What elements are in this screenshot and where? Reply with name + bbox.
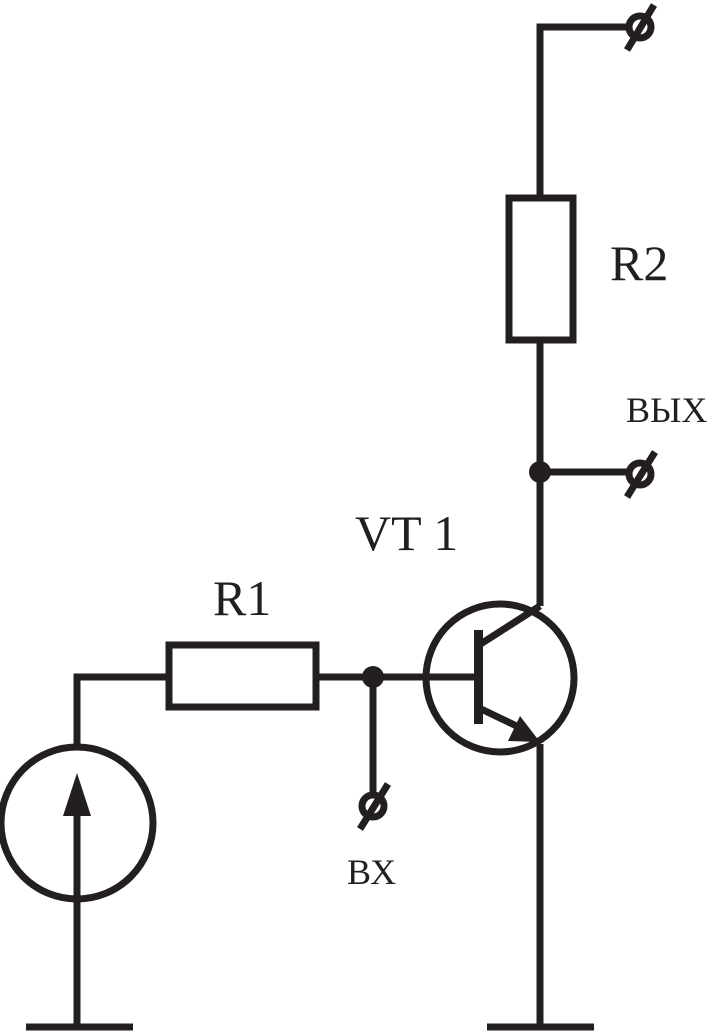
source-wire xyxy=(73,673,169,747)
current-direction-arrow-icon xyxy=(63,773,91,816)
output-node xyxy=(529,461,630,483)
transistor-base-bar xyxy=(474,630,483,724)
vt1-label: VT 1 xyxy=(355,505,458,561)
supply-wire xyxy=(536,23,632,195)
supply-terminal xyxy=(623,3,658,52)
r2-label: R2 xyxy=(610,235,668,291)
input-terminal xyxy=(357,782,391,831)
resistor-r1 xyxy=(165,641,320,711)
output-label: ВЫХ xyxy=(626,390,707,430)
current-source xyxy=(0,743,157,903)
resistor-r2 xyxy=(505,194,577,344)
output-terminal xyxy=(624,450,658,499)
input-node xyxy=(362,666,384,796)
emitter-arrow-icon xyxy=(508,716,540,742)
ground-left xyxy=(26,900,133,1031)
input-label: ВХ xyxy=(347,852,396,892)
ground-right xyxy=(487,744,594,1031)
r1-label: R1 xyxy=(213,570,271,626)
